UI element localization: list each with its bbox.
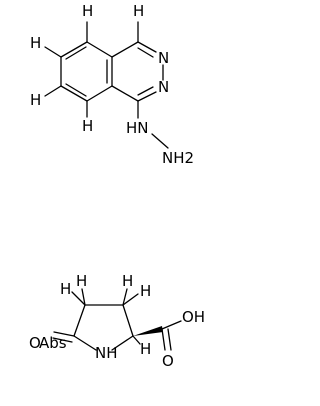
hydrogen-label: H bbox=[140, 282, 151, 300]
hydrogen-label: H bbox=[122, 272, 133, 290]
carbonyl-oxygen-label: O bbox=[29, 334, 41, 352]
bond bbox=[161, 320, 182, 330]
bond bbox=[137, 47, 154, 58]
bond bbox=[60, 85, 88, 102]
carboxyl-oxygen-label: O bbox=[162, 352, 174, 370]
bond bbox=[122, 304, 134, 337]
bond bbox=[111, 41, 139, 58]
bond bbox=[71, 291, 86, 306]
ring-nh-label: NH bbox=[95, 344, 118, 362]
pyroglutamic-acid-structure: H H H H H NH O Abs OH O bbox=[29, 272, 205, 370]
ring-nitrogen-label: N bbox=[158, 49, 169, 67]
bond bbox=[73, 304, 86, 337]
bond bbox=[137, 91, 157, 102]
hydrogen-label: H bbox=[133, 2, 144, 20]
hydrogen-label: H bbox=[30, 34, 41, 52]
hydrogen-label: H bbox=[60, 280, 71, 298]
bond bbox=[122, 288, 128, 306]
bond bbox=[161, 328, 166, 351]
hydrogen-label: H bbox=[82, 117, 93, 135]
hydrogen-label: H bbox=[76, 272, 87, 290]
bond bbox=[73, 335, 97, 351]
bond bbox=[167, 328, 172, 351]
bond bbox=[137, 41, 157, 53]
bond bbox=[44, 46, 62, 58]
chemical-structures-figure: H H H H H N N HN NH2 H H H H bbox=[29, 2, 205, 370]
hydralazine-structure: H H H H H N N HN NH2 bbox=[30, 2, 194, 167]
hydrogen-label: H bbox=[140, 340, 151, 358]
bond bbox=[151, 133, 169, 149]
bond bbox=[111, 85, 139, 102]
bond bbox=[60, 41, 88, 58]
bond bbox=[44, 85, 62, 97]
bond bbox=[132, 335, 141, 345]
bond bbox=[86, 41, 113, 58]
ring-nitrogen-label: N bbox=[158, 78, 169, 96]
wedge-bond bbox=[133, 326, 163, 336]
hydroxyl-label: OH bbox=[182, 308, 205, 326]
hydrogen-label: H bbox=[82, 2, 93, 20]
hydrogen-label: H bbox=[30, 91, 41, 109]
bond bbox=[122, 293, 139, 306]
bond bbox=[65, 83, 87, 97]
hydrazine-nh2-label: NH2 bbox=[162, 149, 194, 167]
bond bbox=[111, 335, 134, 351]
abs-label: Abs bbox=[39, 334, 67, 352]
bond bbox=[137, 86, 154, 96]
bond bbox=[81, 288, 86, 306]
hydrazine-nh-label: HN bbox=[126, 119, 149, 137]
bond bbox=[65, 46, 87, 60]
bond bbox=[53, 331, 75, 337]
bond bbox=[52, 337, 73, 343]
bond bbox=[86, 85, 113, 102]
